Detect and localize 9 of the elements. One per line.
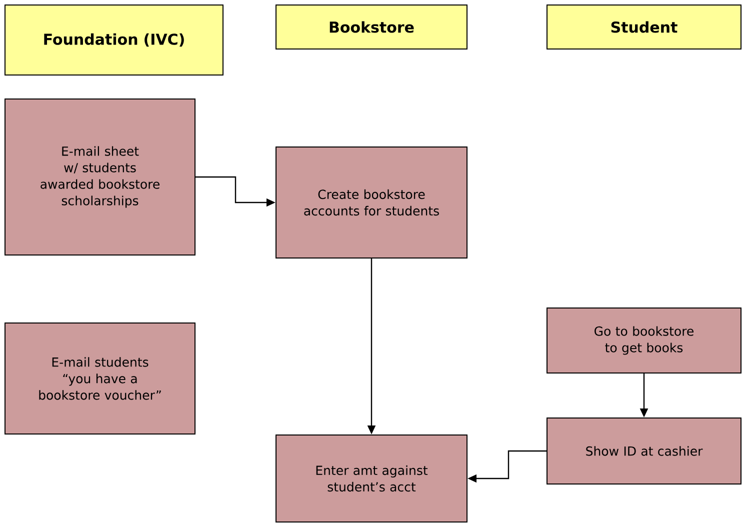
process-box: Enter amt against student’s acct xyxy=(276,434,468,522)
process-box: E-mail students “you have a bookstore voucher” xyxy=(4,322,196,434)
process-box: Create bookstore accounts for students xyxy=(276,146,468,258)
header-box: Foundation (IVC) xyxy=(4,4,224,76)
header-box: Bookstore xyxy=(276,4,468,50)
process-box: Show ID at cashier xyxy=(546,418,742,484)
process-box: Go to bookstore to get books xyxy=(546,308,742,374)
process-box: E-mail sheet w/ students awarded bookstore scholarships xyxy=(4,98,196,256)
header-box: Student xyxy=(546,4,742,50)
